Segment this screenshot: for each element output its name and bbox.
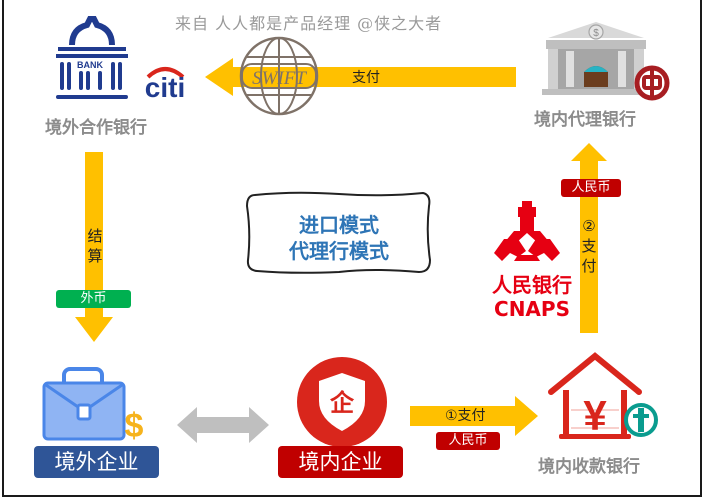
yuan-symbol: ¥: [583, 392, 607, 439]
overseas-partner-bank-label: 境外合作银行: [45, 118, 147, 138]
citi-text: citi: [145, 72, 185, 103]
pboc-label-cn: 人民银行: [492, 273, 572, 297]
svg-text:$: $: [593, 28, 599, 39]
step1-payment-arrow: [410, 396, 538, 436]
step1-payment-label: ①支付: [445, 408, 486, 424]
domestic-agent-bank-icon: $: [542, 22, 670, 101]
step1-currency-tag: 人民币: [436, 432, 500, 450]
settlement-arrow: [75, 152, 113, 342]
top-payment-arrow: [205, 58, 516, 96]
step2-char: 支: [581, 237, 597, 255]
domestic-enterprise-shield-icon: 企: [297, 357, 387, 447]
bank-text: BANK: [77, 60, 103, 70]
settlement-char: 算: [87, 247, 103, 265]
receiving-bank-house-icon: ¥: [548, 352, 658, 439]
settlement-label: 结 算: [85, 226, 105, 266]
foreign-currency-tag: 外币: [56, 290, 131, 308]
domestic-agent-bank-label: 境内代理银行: [534, 110, 636, 130]
step2-payment-label: ② 支 付: [579, 216, 599, 276]
cnaps-label: CNAPS: [494, 297, 570, 321]
step2-char: 付: [581, 257, 597, 275]
watermark: 来自 人人都是产品经理 @侠之大者: [175, 14, 443, 33]
mode-title-line2: 代理行模式: [289, 239, 389, 263]
step2-currency-tag: 人民币: [561, 179, 621, 197]
enterprise-badge: 企: [330, 389, 355, 417]
swift-text: SWIFT: [252, 68, 307, 89]
mode-box: [245, 191, 432, 274]
domestic-receiving-bank-label: 境内收款银行: [538, 457, 640, 477]
dollar-sign: $: [125, 407, 144, 445]
swift-globe-icon: SWIFT: [239, 36, 319, 116]
mode-title-line1: 进口模式: [299, 213, 379, 237]
bidirectional-arrow: [177, 407, 269, 443]
citi-bank-logo-icon: BANK citi: [56, 16, 185, 103]
overseas-enterprise-label: 境外企业: [34, 446, 159, 478]
settlement-char: 结: [87, 227, 103, 245]
top-payment-label: 支付: [352, 70, 380, 86]
briefcase-dollar-icon: $: [42, 367, 144, 445]
pboc-label: 人民银行 CNAPS: [484, 273, 580, 321]
pboc-logo-icon: [494, 201, 560, 261]
step2-char: ②: [582, 217, 596, 235]
mode-title: 进口模式 代理行模式: [243, 212, 435, 264]
domestic-enterprise-label: 境内企业: [278, 446, 403, 478]
